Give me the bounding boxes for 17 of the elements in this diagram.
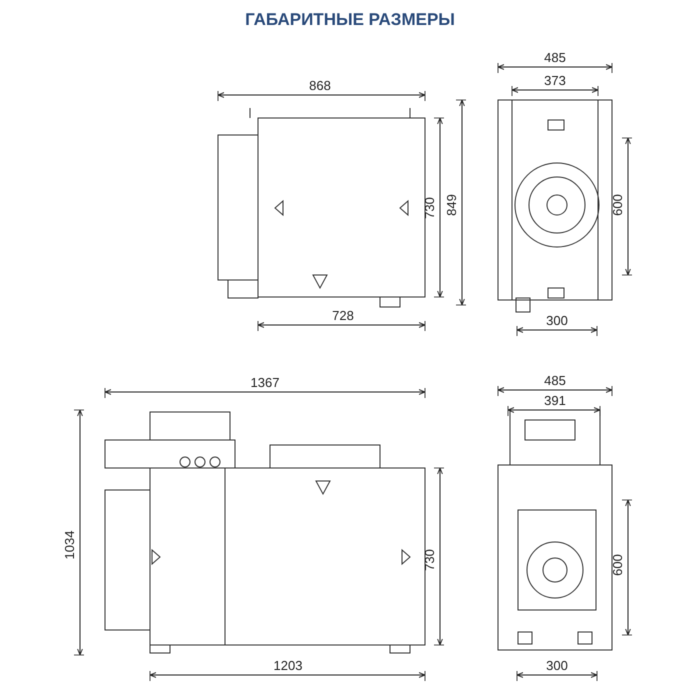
dimension-label: 391: [544, 394, 566, 408]
dimension-label: 730: [423, 549, 437, 571]
dimension-label: 600: [611, 554, 625, 576]
dimension-label: 485: [544, 374, 566, 388]
diagram-title: ГАБАРИТНЫЕ РАЗМЕРЫ: [244, 10, 456, 30]
dimension-label: 728: [332, 309, 354, 323]
dimension-label: 300: [546, 659, 568, 673]
dimension-label: 1034: [63, 530, 77, 560]
dimension-label: 1367: [250, 376, 280, 390]
dimension-label: 300: [546, 314, 568, 328]
dimension-label: 373: [544, 74, 566, 88]
dimension-label: 868: [309, 79, 331, 93]
dimension-label: 1203: [274, 659, 302, 673]
dimension-label: 485: [544, 51, 566, 65]
dimension-label: 730: [423, 197, 437, 219]
dimension-label: 600: [611, 194, 625, 216]
dimension-label: 849: [445, 194, 459, 216]
